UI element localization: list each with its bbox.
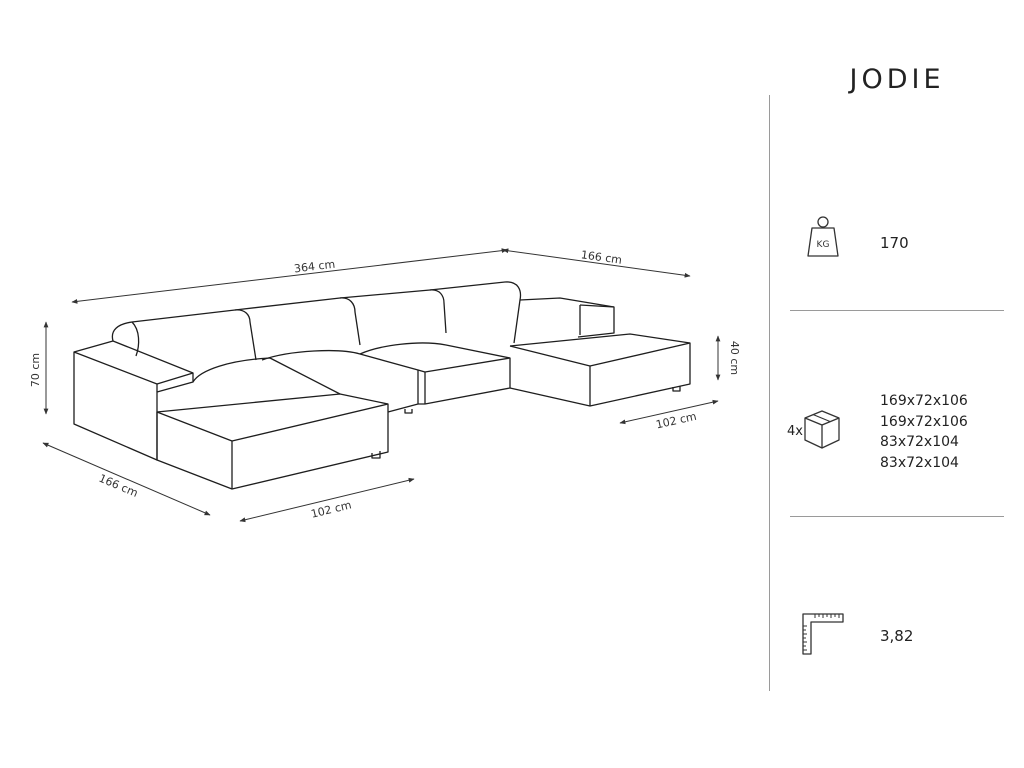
area-value: 3,82 — [880, 627, 914, 645]
dim-seat-height: 40 cm — [728, 341, 741, 375]
dimension-lines — [42, 248, 721, 523]
package-size: 169x72x106 — [880, 413, 968, 430]
dim-right-chaise-width: 102 cm — [655, 410, 698, 432]
dim-total-width: 364 cm — [293, 258, 336, 276]
divider-vertical — [769, 95, 770, 691]
package-size: 83x72x104 — [880, 454, 959, 471]
package-count: 4x — [787, 424, 803, 439]
weight-value: 170 — [880, 234, 909, 252]
divider-1 — [790, 310, 1004, 311]
weight-icon-label: KG — [817, 240, 830, 250]
dim-right-depth: 166 cm — [580, 248, 623, 267]
divider-2 — [790, 516, 1004, 517]
dim-front-chaise-width: 102 cm — [310, 498, 353, 520]
package-size: 83x72x104 — [880, 434, 959, 450]
sofa-outline — [73, 281, 691, 490]
dim-height: 70 cm — [29, 353, 42, 387]
package-size: 169x72x106 — [880, 393, 968, 409]
weight-icon: KG — [807, 216, 839, 257]
package-size-list: 169x72x106 169x72x106 83x72x104 83x72x10… — [880, 391, 968, 473]
ruler-corner-icon — [802, 613, 844, 655]
product-title: JODIE — [849, 64, 945, 95]
box-icon — [804, 410, 840, 449]
